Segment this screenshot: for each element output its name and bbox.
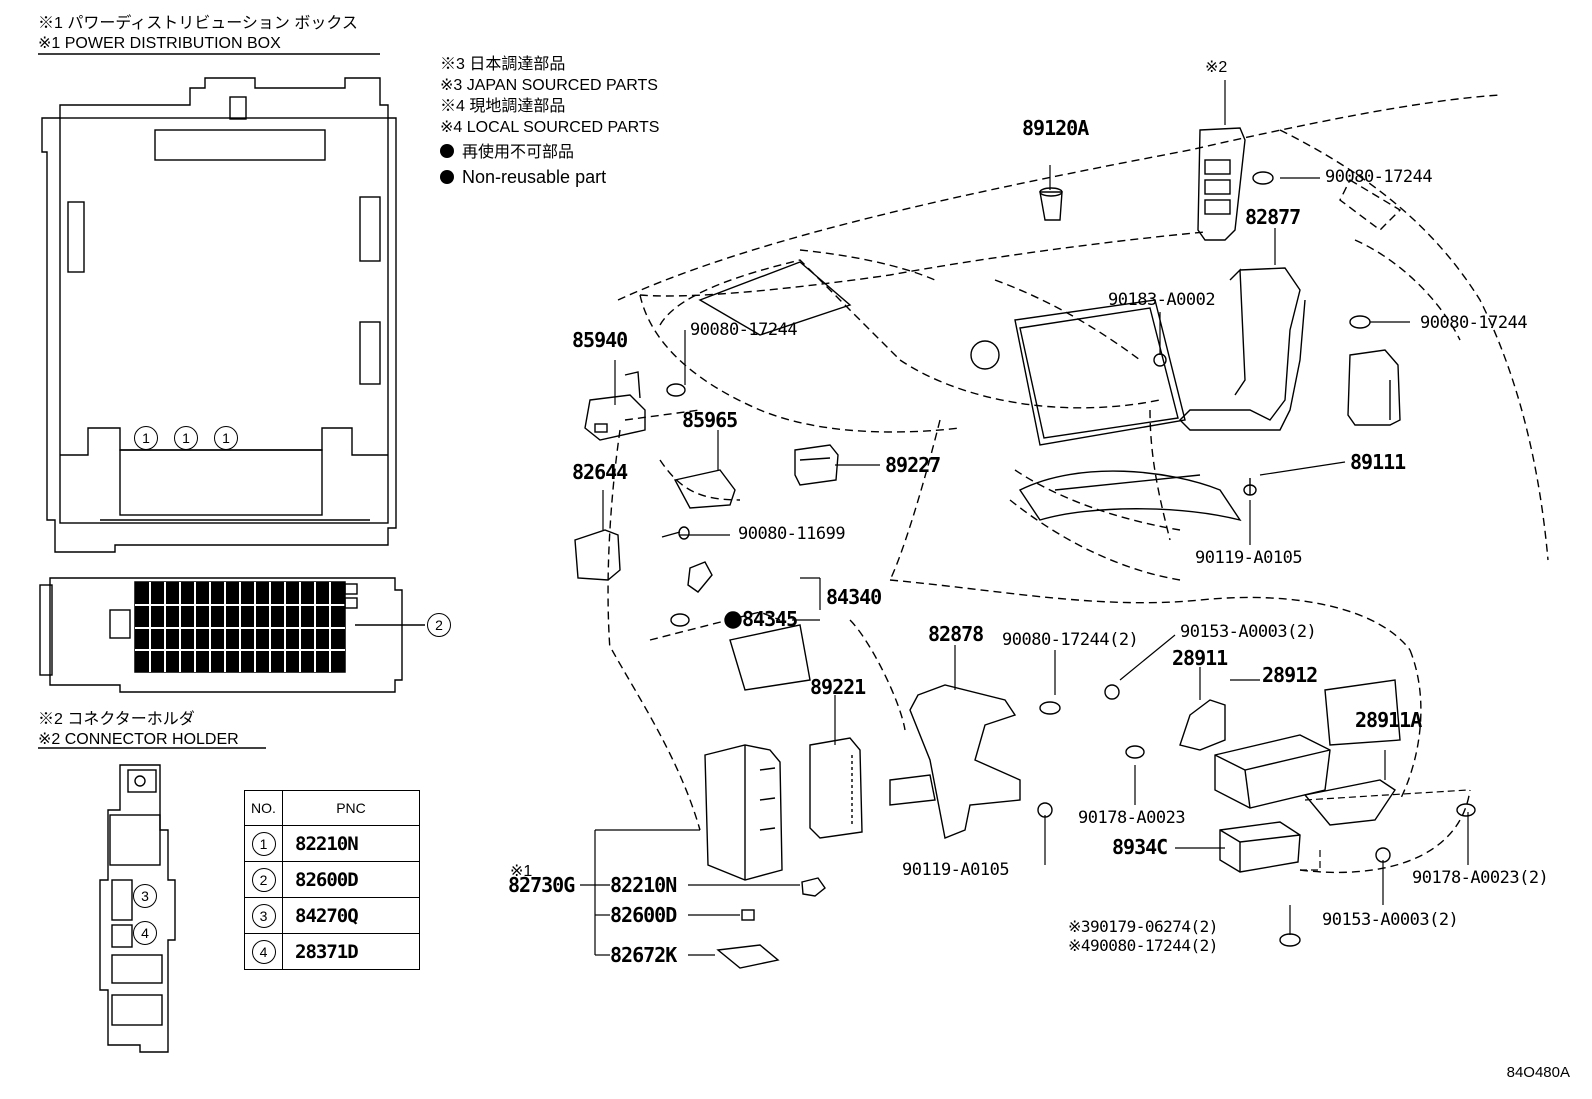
part-label-85965: 85965 [682, 408, 738, 432]
part-28911A-drawing [1303, 779, 1396, 826]
row-number: 2 [251, 867, 276, 892]
part-label-90080-17244: 90080-17244 [1420, 313, 1528, 333]
callout-4: 4 [133, 921, 157, 945]
part-label-8934C: 8934C [1112, 835, 1168, 859]
table-row: 1 82210N [244, 825, 420, 862]
part-label-90178-A0023: 90178-A0023 [1078, 808, 1186, 828]
box-header-ja: ※1 パワーディストリビューション ボックス [38, 15, 358, 32]
power-distribution-box-top-view [41, 77, 397, 553]
part-label-90119-A0105: 90119-A0105 [1195, 548, 1303, 568]
note-japan-en: ※3 JAPAN SOURCED PARTS [440, 77, 658, 94]
part-84345-drawing [670, 611, 742, 629]
note-japan-ja: ※3 日本調達部品 [440, 56, 566, 73]
part-label-90080-17244: 90080-17244 [690, 320, 798, 340]
part-label-28911A: 28911A [1355, 708, 1422, 732]
part-89111-drawing [1347, 349, 1401, 426]
nonreusable-dot-icon [440, 170, 454, 184]
note-local-ja: ※4 現地調達部品 [440, 98, 566, 115]
part-clips [666, 171, 1476, 947]
part-label-28911: 28911 [1172, 646, 1228, 670]
note-nonreusable-ja: 再使用不可部品 [440, 143, 574, 163]
note-local-en: ※4 LOCAL SOURCED PARTS [440, 119, 660, 136]
row-number: 1 [251, 831, 276, 856]
part-label-89227: 89227 [885, 453, 941, 477]
part-28912-drawing [1214, 734, 1331, 809]
part-label-85940: 85940 [572, 328, 628, 352]
leader-lines [580, 80, 1469, 956]
part-label-82600D: 82600D [610, 903, 677, 927]
part-82600D-drawing [741, 909, 755, 921]
part-label-89120A: 89120A [1022, 116, 1089, 140]
part-84340-drawing [687, 561, 713, 593]
part-89120A-drawing [1039, 187, 1063, 221]
part-label-90153-A0003-2: 90153-A0003(2) [1180, 622, 1317, 642]
connector-holder-drawing [99, 764, 176, 1053]
table-row: 2 82600D [244, 861, 420, 898]
nonreusable-dot-icon [440, 144, 454, 158]
part-label-89221: 89221 [810, 675, 866, 699]
part-label-90080-17244-2: 90080-17244(2) [1002, 630, 1139, 650]
row-number: 3 [251, 903, 276, 928]
table-row: 3 84270Q [244, 897, 420, 934]
part-85940-drawing [584, 371, 646, 441]
part-bolts [661, 478, 1391, 863]
header-pnc: PNC [282, 790, 420, 826]
part-connector-holder-2-drawing [1197, 127, 1246, 241]
part-label-84340: 84340 [826, 585, 882, 609]
part-label-90179-06274-2: ※390179-06274(2) [1068, 917, 1218, 936]
part-label-82730G: 82730G [508, 873, 575, 897]
part-label-90153-A0003-2: 90153-A0003(2) [1322, 910, 1459, 930]
part-89227-drawing [794, 444, 839, 486]
row-pnc: 82210N [282, 825, 420, 862]
part-89221-drawing [809, 737, 863, 839]
part-label-82210N: 82210N [610, 873, 677, 897]
callout-1: 1 [134, 426, 158, 450]
part-82672K-drawing [716, 944, 780, 969]
callout-3: 3 [133, 884, 157, 908]
part-82210N-drawing [801, 877, 826, 897]
part-82730G-drawing [704, 744, 783, 881]
part-28911-drawing [1179, 699, 1226, 751]
part-label-82877: 82877 [1245, 205, 1301, 229]
part-label-90183-A0002: 90183-A0002 [1108, 290, 1216, 310]
callout-2: 2 [427, 613, 451, 637]
pnc-table: NO. PNC 1 82210N 2 82600D 3 84270Q 4 283… [244, 790, 420, 970]
part-label-28912: 28912 [1262, 663, 1318, 687]
row-pnc: 28371D [282, 933, 420, 970]
row-pnc: 84270Q [282, 897, 420, 934]
holder-header-ja: ※2 コネクターホルダ [38, 711, 195, 728]
marker-box-1: ※1 [510, 863, 533, 880]
row-pnc: 82600D [282, 861, 420, 898]
callout-1: 1 [174, 426, 198, 450]
pnc-table-header: NO. PNC [244, 790, 420, 826]
part-82878-drawing [889, 684, 1021, 839]
power-distribution-box-side-view [39, 577, 425, 693]
part-8934C-drawing [1219, 821, 1301, 873]
part-label-82644: 82644 [572, 460, 628, 484]
part-82644-drawing [574, 529, 621, 581]
part-label-90178-A0023-2: 90178-A0023(2) [1412, 868, 1549, 888]
part-label-82878: 82878 [928, 622, 984, 646]
row-number: 4 [251, 939, 276, 964]
part-label-82672K: 82672K [610, 943, 677, 967]
part-82877-drawing [1179, 267, 1306, 431]
part-label-90080-11699: 90080-11699 [738, 524, 846, 544]
table-row: 4 28371D [244, 933, 420, 970]
part-label-89111: 89111 [1350, 450, 1406, 474]
callout-1: 1 [214, 426, 238, 450]
diagram-reference-code: 84O480A [1506, 1064, 1570, 1081]
note-nonreusable-en: Non-reusable part [440, 167, 606, 187]
part-label-90119-A0105: 90119-A0105 [902, 860, 1010, 880]
part-label-84345: 84345 [742, 607, 798, 631]
marker-holder-2: ※2 [1205, 59, 1228, 76]
part-label-90080-17244: 90080-17244 [1325, 167, 1433, 187]
box-header-en: ※1 POWER DISTRIBUTION BOX [38, 35, 281, 52]
part-label-90080-17244-2: ※490080-17244(2) [1068, 936, 1218, 955]
part-85965-drawing [673, 469, 736, 509]
header-no: NO. [244, 790, 283, 826]
holder-header-en: ※2 CONNECTOR HOLDER [38, 731, 239, 748]
center-display [698, 261, 1401, 746]
dashboard-outline [607, 94, 1549, 874]
